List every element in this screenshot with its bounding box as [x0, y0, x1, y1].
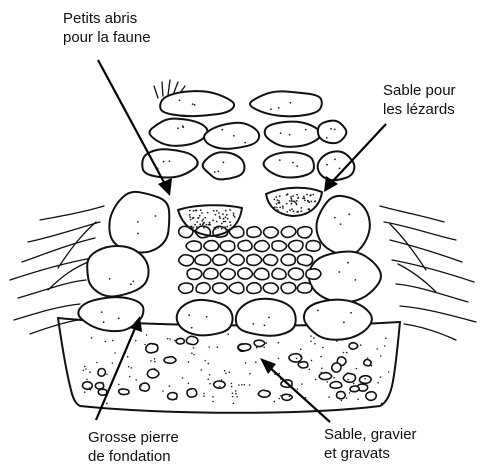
small-stone: [297, 283, 311, 293]
small-stone: [186, 241, 201, 252]
wall-stone: [265, 122, 322, 147]
small-stone: [247, 254, 262, 265]
small-stone: [263, 283, 278, 294]
small-stone: [281, 254, 295, 265]
wall-stone: [304, 300, 372, 340]
small-stone: [298, 227, 312, 238]
wall-stone: [264, 152, 314, 177]
label-line: et gravats: [324, 444, 417, 463]
small-stone: [247, 283, 261, 294]
wall-stone: [150, 119, 208, 146]
small-stone: [272, 241, 287, 251]
small-stone: [263, 227, 278, 238]
wall-stone: [160, 91, 234, 116]
small-stone: [204, 268, 218, 279]
small-stone: [281, 282, 296, 293]
small-stone: [213, 255, 227, 266]
wall-stone: [87, 246, 148, 296]
small-stone: [187, 269, 202, 280]
wall-stone: [250, 91, 322, 116]
wall-stone: [177, 300, 233, 336]
small-stone: [220, 268, 235, 279]
small-stone: [272, 268, 286, 279]
wall-stone: [316, 196, 369, 256]
small-stone: [254, 268, 269, 279]
label-line: de fondation: [88, 447, 179, 466]
wall-stone: [109, 192, 169, 253]
grass-right: [380, 206, 476, 340]
small-stone: [238, 240, 252, 251]
small-stone: [229, 282, 244, 293]
small-stone: [204, 241, 219, 251]
wall-stones: [78, 91, 381, 340]
label-line: Grosse pierre: [88, 428, 179, 447]
small-stone: [195, 254, 211, 265]
small-stone: [179, 283, 193, 293]
wall-stone: [318, 121, 346, 144]
small-stone: [281, 226, 296, 237]
label-foundation-stone: Grosse pierre de fondation: [88, 428, 179, 466]
small-stone: [306, 241, 320, 252]
small-stone: [254, 241, 269, 252]
small-stone: [263, 255, 277, 266]
wall-stone: [204, 123, 259, 149]
sand-pocket-right: [266, 188, 322, 216]
label-sand-gravel-rubble: Sable, gravier et gravats: [324, 425, 417, 463]
label-lizard-sand: Sable pour les lézards: [383, 81, 456, 119]
small-stone: [288, 268, 303, 280]
small-stone: [247, 227, 261, 238]
wall-stone: [203, 152, 245, 179]
small-stone: [220, 241, 235, 252]
small-stone: [238, 268, 253, 279]
small-stone: [179, 255, 194, 266]
small-stone: [297, 254, 312, 265]
label-line: Petits abris: [63, 9, 151, 28]
wall-stone: [318, 151, 355, 180]
label-line: Sable pour: [383, 81, 456, 100]
label-line: les lézards: [383, 100, 456, 119]
small-stone: [289, 240, 303, 251]
small-stone: [213, 283, 228, 294]
small-stone: [196, 283, 210, 294]
small-stone: [306, 269, 321, 280]
small-stone: [229, 254, 244, 265]
label-line: pour la faune: [63, 28, 151, 47]
wall-stone: [236, 299, 296, 336]
wall-stone: [142, 149, 197, 177]
label-wildlife-shelters: Petits abris pour la faune: [63, 9, 151, 47]
label-line: Sable, gravier: [324, 425, 417, 444]
